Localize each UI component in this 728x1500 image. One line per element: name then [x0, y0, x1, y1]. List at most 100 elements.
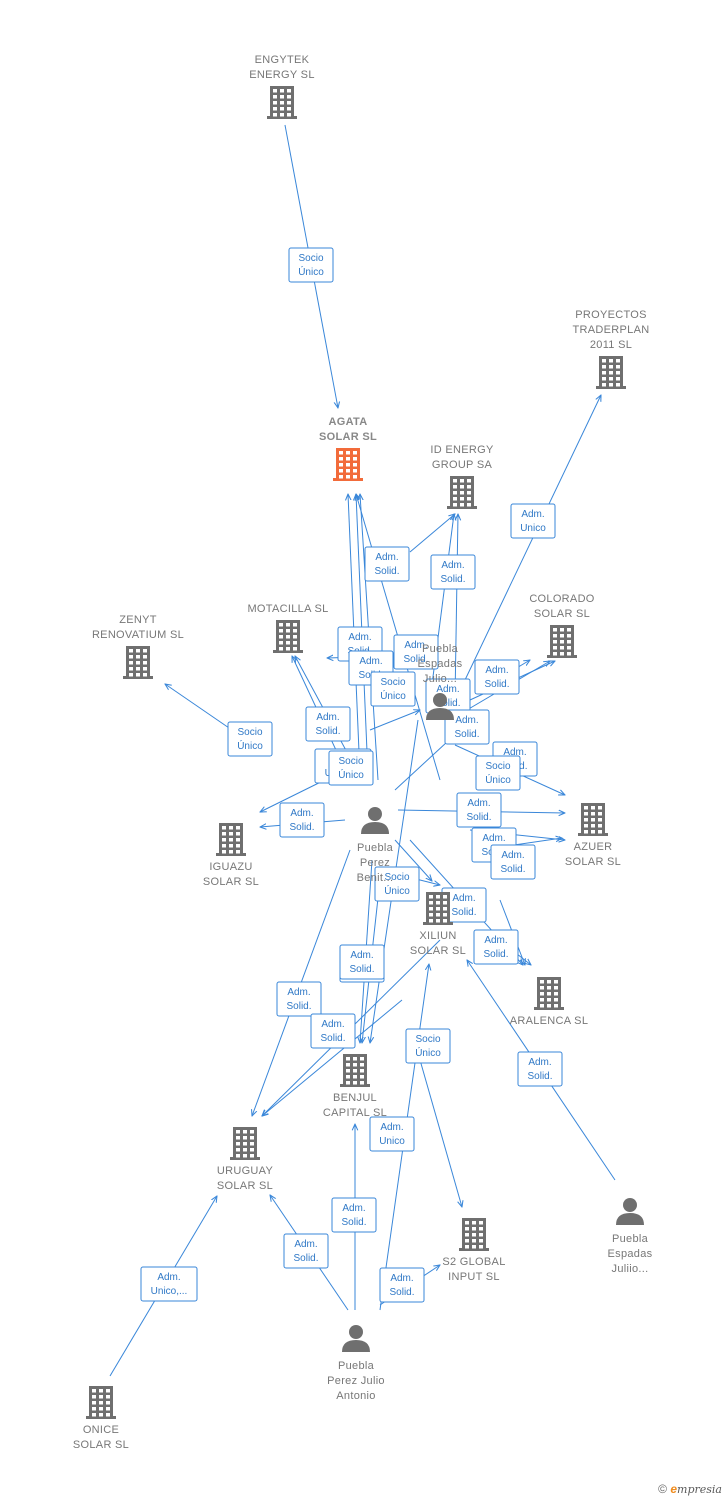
node-motacilla[interactable]: MOTACILLA SL: [247, 603, 328, 653]
edge-role-text: Solid.: [289, 822, 314, 833]
edge-labels: SocioÚnicoAdm.UnicoAdm.Solid.Adm.Solid.A…: [140, 247, 563, 1303]
edge-role-text: Adm.: [501, 850, 524, 861]
copyright-symbol: ©: [658, 1482, 667, 1496]
node-label: AGATA: [329, 416, 368, 428]
edge-role-label[interactable]: Adm.Solid.: [364, 546, 410, 582]
node-label: Julio...: [423, 673, 457, 685]
edge-role-label[interactable]: Adm. Solid.: [441, 887, 487, 923]
empresia-brand-text: mpresia: [677, 1483, 722, 1496]
edge-role-text: Adm.: [404, 640, 427, 651]
person-icon: [616, 1198, 644, 1225]
edge-role-label[interactable]: Adm. Solid.: [517, 1051, 563, 1087]
edge-role-text: Adm.: [390, 1273, 413, 1284]
node-label: ONICE: [83, 1424, 119, 1436]
node-label: SOLAR SL: [534, 608, 590, 620]
edge-role-text: Adm.: [484, 935, 507, 946]
edge-role-text: Adm.: [287, 987, 310, 998]
node-label: SOLAR SL: [319, 431, 377, 443]
edge-role-text: Adm.: [157, 1272, 180, 1283]
empresia-footer[interactable]: © empresia: [658, 1482, 722, 1496]
edge-role-text: Adm.: [441, 560, 464, 571]
edge-role-text: Solid.: [500, 864, 525, 875]
edge-role-text: Solid.: [451, 907, 476, 918]
person-icon: [426, 693, 454, 720]
edge-role-text: Adm.: [290, 808, 313, 819]
node-agata[interactable]: AGATA SOLAR SL: [319, 416, 377, 481]
edge-role-label[interactable]: Adm. Solid.: [490, 844, 536, 880]
building-icon: [534, 977, 564, 1010]
node-label: SOLAR SL: [73, 1439, 129, 1451]
relationship-edge: [394, 839, 432, 881]
edge-role-label[interactable]: Adm.Solid.: [310, 1013, 356, 1049]
node-label: SOLAR SL: [565, 856, 621, 868]
building-icon: [230, 1127, 260, 1160]
edge-role-text: Solid.: [374, 566, 399, 577]
edge-role-label[interactable]: Adm.Solid.: [430, 554, 476, 590]
edge-role-text: Socio: [415, 1034, 440, 1045]
node-label: ID ENERGY: [430, 444, 494, 456]
edge-role-label[interactable]: Adm.Solid.: [379, 1267, 425, 1303]
node-label: SOLAR SL: [203, 876, 259, 888]
edge-role-text: Solid.: [293, 1253, 318, 1264]
edge-role-label[interactable]: Adm.Solid.: [331, 1197, 377, 1233]
edge-role-label[interactable]: Adm.Unico: [510, 503, 556, 539]
node-label: CAPITAL SL: [323, 1107, 387, 1119]
edge-role-label[interactable]: Adm.Unico: [369, 1116, 415, 1152]
edge-role-text: Socio: [485, 761, 510, 772]
edge-role-label[interactable]: Adm.Solid.: [339, 944, 385, 980]
node-aralenca[interactable]: ARALENCA SL: [510, 977, 589, 1027]
node-onice[interactable]: ONICE SOLAR SL: [73, 1386, 129, 1451]
edge-role-label[interactable]: Adm.Solid.: [473, 929, 519, 965]
edge-role-label[interactable]: Adm. Solid.: [283, 1233, 329, 1269]
node-azuer[interactable]: AZUER SOLAR SL: [565, 803, 621, 868]
edge-role-text: Único: [415, 1046, 441, 1059]
node-pueblaperezbenito[interactable]: PueblaPerezBenit...: [357, 807, 394, 884]
edge-role-label[interactable]: Adm.Solid.: [305, 706, 351, 742]
edge-role-label[interactable]: Adm. Solid.: [279, 802, 325, 838]
node-label: ZENYT: [119, 614, 157, 626]
node-pueblaespadas1[interactable]: PueblaEspadasJulio...: [418, 643, 463, 720]
edge-role-label[interactable]: Adm.Solid.: [276, 981, 322, 1017]
node-label: Espadas: [608, 1248, 653, 1260]
node-label: Juliio...: [612, 1263, 649, 1275]
node-label: Puebla: [612, 1233, 649, 1245]
relationship-edge: [165, 684, 233, 731]
node-label: AZUER: [574, 841, 613, 853]
edge-role-text: Solid.: [527, 1071, 552, 1082]
edge-role-label[interactable]: Adm.Solid.: [444, 709, 490, 745]
node-label: Puebla: [338, 1360, 375, 1372]
edge-role-label[interactable]: Adm.Solid.: [456, 792, 502, 828]
edge-role-text: Adm.: [294, 1239, 317, 1250]
edge-role-label[interactable]: Adm. Unico,...: [140, 1266, 198, 1302]
edge-role-label[interactable]: Adm.Solid.: [393, 634, 439, 670]
node-pueblaespadas2[interactable]: PueblaEspadasJuliio...: [608, 1198, 653, 1275]
edge-role-text: Único: [298, 265, 324, 278]
edge-role-text: Solid.: [320, 1033, 345, 1044]
building-icon: [340, 1054, 370, 1087]
edge-role-label[interactable]: Adm.Solid.: [474, 659, 520, 695]
building-icon: [596, 356, 626, 389]
edge-role-text: Adm.: [482, 833, 505, 844]
edge-role-text: Unico,...: [151, 1286, 188, 1297]
edge-role-text: Adm.: [452, 893, 475, 904]
edge-role-text: Adm.: [528, 1057, 551, 1068]
